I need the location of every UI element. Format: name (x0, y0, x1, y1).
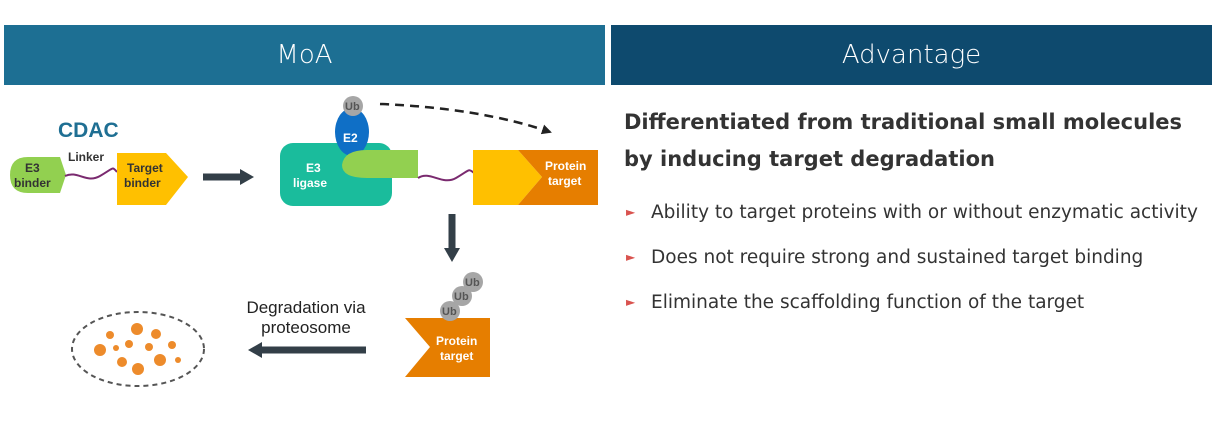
target-binder-shape (117, 153, 188, 205)
advantage-item-text: Does not require strong and sustained ta… (651, 247, 1144, 268)
advantage-header: Advantage (611, 25, 1212, 85)
e3-binder-label-2: binder (14, 176, 51, 190)
protein-target-label-2: target (548, 174, 581, 188)
arrow-right-1-head (240, 169, 254, 185)
e2-label: E2 (343, 131, 358, 145)
advantage-item: ► Ability to target proteins with or with… (624, 196, 1204, 229)
ub-protein-target-label-1: Protein (436, 334, 477, 348)
advantage-item: ► Eliminate the scaffolding function of t… (624, 286, 1204, 319)
target-binder-label-2: binder (124, 176, 161, 190)
ub-protein-target-shape (405, 318, 490, 377)
advantage-item-text: Eliminate the scaffolding function of th… (651, 292, 1085, 313)
ub-label-2: Ub (465, 277, 480, 289)
e3-binder-label-1: E3 (25, 161, 40, 175)
ub-transfer-arrow (379, 102, 552, 135)
bullet-icon: ► (626, 295, 636, 309)
linker-label: Linker (68, 150, 104, 164)
advantage-list: ► Ability to target proteins with or with… (624, 196, 1204, 331)
ub-label-3: Ub (454, 291, 469, 303)
bound-linker-line (417, 169, 475, 182)
arrow-down-head (444, 248, 460, 262)
e3-ligase-label-2: ligase (293, 176, 327, 190)
advantage-item: ► Does not require strong and sustained t… (624, 241, 1204, 274)
proteasome-outline (71, 311, 205, 387)
advantage-heading: Differentiated from traditional small mo… (624, 110, 1183, 171)
cdac-linker-line (64, 167, 118, 180)
bullet-icon: ► (626, 205, 636, 219)
degradation-label-2: proteosome (261, 318, 351, 337)
advantage-item-text: Ability to target proteins with or witho… (651, 202, 1198, 223)
moa-diagram: CDAC E3 binder Linker Target binder E3 l… (10, 96, 598, 387)
moa-header: MoA (4, 25, 605, 85)
cdac-title: CDAC (58, 119, 119, 142)
arrow-left-head (248, 342, 262, 358)
ub-protein-target-label-2: target (440, 349, 473, 363)
advantage-header-label: Advantage (841, 40, 982, 70)
degradation-label-1: Degradation via (246, 298, 366, 317)
bullet-icon: ► (626, 250, 636, 264)
e2-shape (335, 108, 369, 156)
e3-binder-shape (10, 157, 66, 193)
degraded-fragments (94, 323, 181, 375)
ub-circle-2 (463, 272, 483, 292)
ub-label-4: Ub (442, 306, 457, 318)
target-binder-label-1: Target (127, 161, 163, 175)
protein-target-shape (518, 150, 598, 205)
protein-target-label-1: Protein (545, 159, 586, 173)
bound-target-binder-shape (473, 150, 542, 205)
e3-ligase-label-1: E3 (306, 161, 321, 175)
ub-label-1: Ub (345, 101, 360, 113)
ub-circle-4 (440, 301, 460, 321)
bound-e3-binder-shape (342, 150, 418, 178)
ub-circle-3 (452, 286, 472, 306)
moa-header-label: MoA (276, 40, 333, 70)
ub-circle-1 (343, 96, 363, 116)
